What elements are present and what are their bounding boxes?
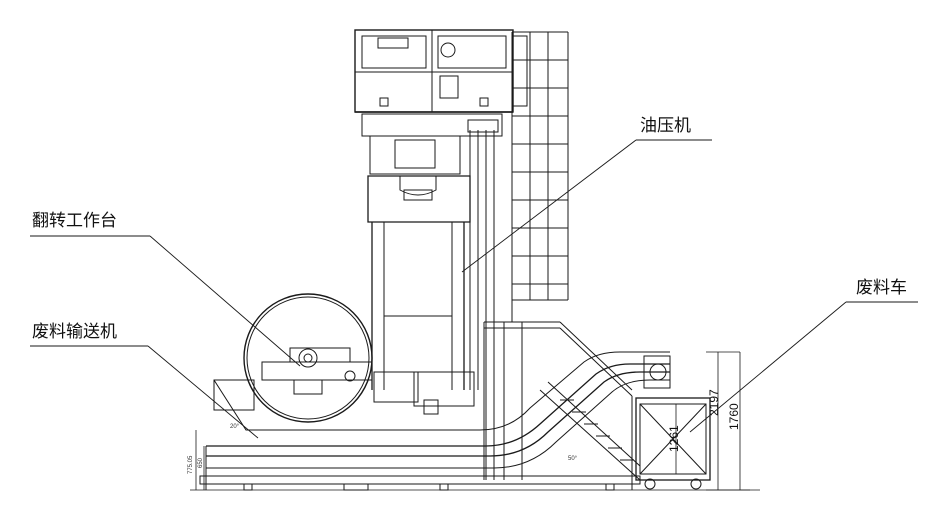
dim-small-d: 50° xyxy=(568,456,578,462)
dim-cart-outer-height: 2197 xyxy=(707,389,721,416)
scrap-conveyor xyxy=(199,351,671,491)
scrap-cart xyxy=(635,397,711,490)
label-flip-table: 翻转工作台 xyxy=(32,211,117,231)
leader-lines xyxy=(30,139,918,439)
dim-small-b: 650 xyxy=(198,457,204,468)
press-top-cabinet xyxy=(354,29,528,113)
ladder-tower xyxy=(511,31,569,322)
flip-table-wheel xyxy=(213,293,419,423)
label-hydraulic-press: 油压机 xyxy=(640,116,691,136)
dim-total-height: 1760 xyxy=(727,403,741,430)
label-scrap-cart: 废料车 xyxy=(856,278,907,298)
dim-small-c: 20° xyxy=(230,424,240,430)
dimension-lines xyxy=(190,351,760,491)
label-scrap-conveyor: 废料输送机 xyxy=(32,322,117,342)
dim-cart-inner-height: 1261 xyxy=(667,425,681,452)
dim-small-a: 775.05 xyxy=(188,455,194,474)
platform-railing xyxy=(483,321,641,490)
press-crosshead xyxy=(361,113,503,223)
